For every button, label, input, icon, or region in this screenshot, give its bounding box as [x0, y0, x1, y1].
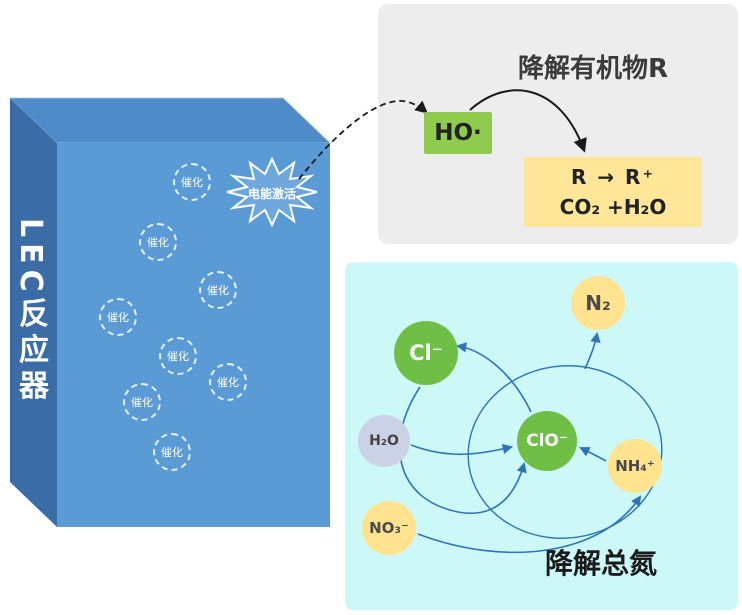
- reactor-front-face: [57, 143, 330, 527]
- arrow-ho-to-reaction: [469, 89, 587, 153]
- nitrogen-panel-title: 降解总氮: [545, 547, 658, 580]
- catalysis-bubble: 催化: [173, 163, 211, 201]
- hydroxyl-radical-box: HO·: [424, 112, 492, 154]
- reactor-label: LEC反应器: [13, 218, 48, 406]
- arrow-nh4-to-clo: [579, 447, 607, 462]
- organic-panel-title: 降解有机物R: [518, 54, 669, 84]
- arrow-no3-to-nh4: [417, 495, 642, 554]
- catalysis-bubble: 催化: [199, 271, 237, 309]
- species-clo: ClO⁻: [517, 411, 577, 471]
- electric-activation-label: 电能激活: [247, 187, 296, 201]
- arrow-cl-to-clo: [399, 386, 527, 515]
- species-nh4: NH₄⁺: [608, 439, 662, 493]
- lec-reactor-box: [9, 97, 331, 527]
- electric-activation-burst-icon: [226, 156, 318, 228]
- organic-reaction-box: R → R⁺ CO₂ +H₂O: [524, 157, 702, 227]
- arrow-clo-to-cl: [455, 342, 532, 413]
- species-cl: Cl⁻: [394, 321, 458, 385]
- reaction-line-1: R → R⁺: [570, 165, 656, 189]
- species-n2: N₂: [571, 276, 625, 330]
- catalysis-bubble: 催化: [159, 337, 197, 375]
- reactor-side-face: [10, 98, 57, 527]
- arrow-h2o-to-clo: [410, 443, 514, 456]
- catalysis-bubble: 催化: [209, 363, 247, 401]
- nitrogen-degradation-panel: 降解总氮 N₂ Cl⁻ H₂O ClO⁻ NH₄⁺ NO₃⁻: [345, 262, 738, 610]
- arrow-reaction-to-n2: [584, 331, 601, 370]
- species-h2o: H₂O: [358, 415, 410, 467]
- chlorination-reaction-ellipse: [467, 365, 663, 539]
- organic-degradation-panel: 降解有机物R HO· R → R⁺ CO₂ +H₂O: [378, 4, 738, 244]
- catalysis-bubble: 催化: [99, 298, 137, 336]
- catalysis-bubble: 催化: [123, 383, 161, 421]
- catalysis-bubble: 催化: [139, 223, 177, 261]
- catalysis-bubble: 催化: [153, 433, 191, 471]
- species-no3: NO₃⁻: [362, 501, 416, 555]
- reaction-line-2: CO₂ +H₂O: [559, 195, 667, 219]
- reactor-top-face: [9, 97, 331, 144]
